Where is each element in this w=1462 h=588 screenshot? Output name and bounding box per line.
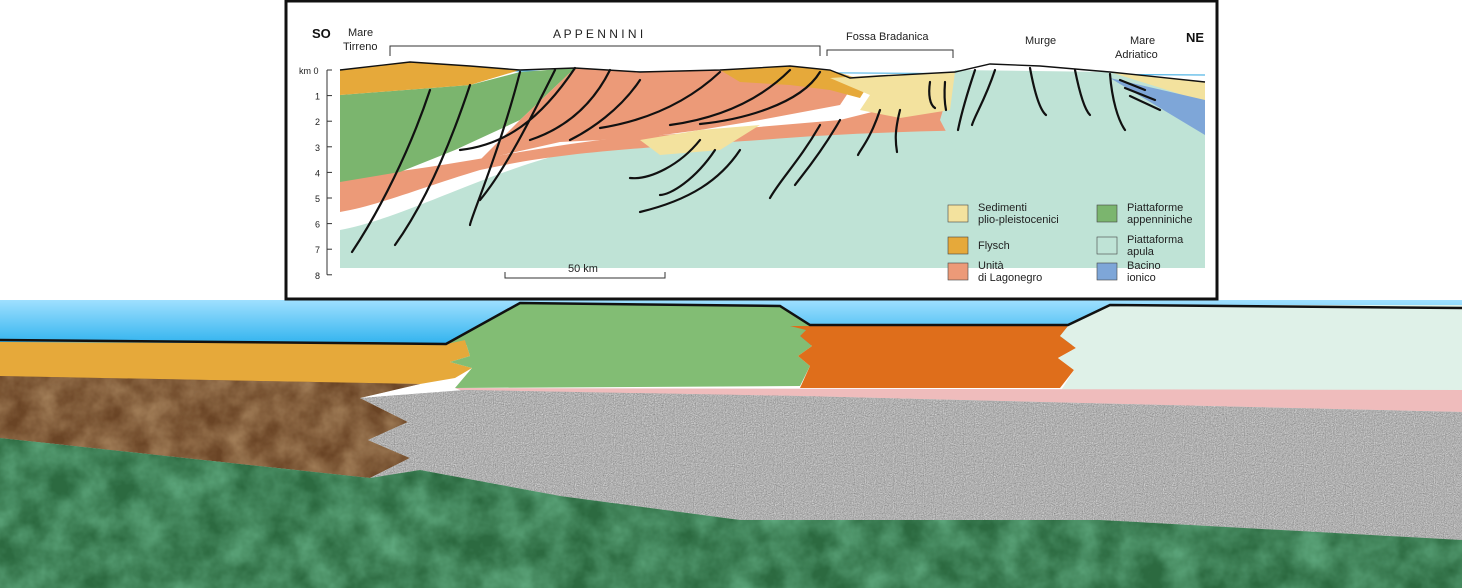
direction-right: NE xyxy=(1186,30,1204,45)
depth-tick-label: 8 xyxy=(315,271,320,281)
depth-tick-label: 2 xyxy=(315,117,320,127)
sea-right-line1: Mare xyxy=(1130,35,1155,47)
depth-label-0: km 0 xyxy=(299,66,319,76)
block-model xyxy=(0,300,1462,588)
depth-tick-label: 3 xyxy=(315,143,320,153)
legend-label: di Lagonegro xyxy=(978,272,1042,284)
legend-label: Sedimenti xyxy=(978,202,1027,214)
scale-bar-label: 50 km xyxy=(568,263,598,275)
sea-right-line2: Adriatico xyxy=(1115,49,1158,61)
sea-left-line2: Tirreno xyxy=(343,41,377,53)
sea-left-line1: Mare xyxy=(348,27,373,39)
legend-label: Unità xyxy=(978,260,1005,272)
legend-label: Piattaforme xyxy=(1127,202,1183,214)
legend-swatch xyxy=(947,262,969,281)
cross-section-panel: SO NE Mare Tirreno Mare Adriatico A P P … xyxy=(284,0,1219,301)
legend-swatch xyxy=(1096,204,1118,223)
legend-label: Piattaforma xyxy=(1127,234,1184,246)
block-orange xyxy=(790,326,1076,388)
legend-swatch xyxy=(947,204,969,223)
region-murge: Murge xyxy=(1025,35,1056,47)
legend: Sedimentiplio-pleistoceniciFlyschUnitàdi… xyxy=(947,202,1192,284)
layer-flysch-mid xyxy=(720,66,870,98)
legend-label: apula xyxy=(1127,246,1155,258)
faults xyxy=(350,66,1162,254)
depth-tick-label: 7 xyxy=(315,245,320,255)
legend-label: Bacino xyxy=(1127,260,1161,272)
direction-left: SO xyxy=(312,26,331,41)
legend-label: appenniniche xyxy=(1127,214,1192,226)
legend-label: plio-pleistocenici xyxy=(978,214,1059,226)
depth-tick-label: 6 xyxy=(315,220,320,230)
block-flysch xyxy=(0,340,472,384)
depth-tick-label: 1 xyxy=(315,92,320,102)
depth-tick-label: 4 xyxy=(315,168,320,178)
layer-appenniniche-left xyxy=(340,68,575,182)
depth-tick-label: 5 xyxy=(315,194,320,204)
region-fossa: Fossa Bradanica xyxy=(846,31,929,43)
legend-label: ionico xyxy=(1127,272,1156,284)
legend-swatch xyxy=(1096,262,1118,281)
block-pink xyxy=(455,388,1462,412)
block-apula xyxy=(1058,305,1462,392)
legend-swatch xyxy=(947,236,969,255)
legend-label: Flysch xyxy=(978,240,1010,252)
depth-axis: km 0 1 2 3 4 5 6 7 8 xyxy=(299,66,332,281)
legend-swatch xyxy=(1096,236,1118,255)
layer-flysch-top xyxy=(340,62,520,95)
region-appennini: A P P E N N I N I xyxy=(553,27,643,41)
block-top-outline xyxy=(0,301,1462,346)
layer-lagonegro-thrust xyxy=(480,68,850,160)
block-appenniniche xyxy=(446,303,812,388)
layer-plio xyxy=(830,72,955,118)
